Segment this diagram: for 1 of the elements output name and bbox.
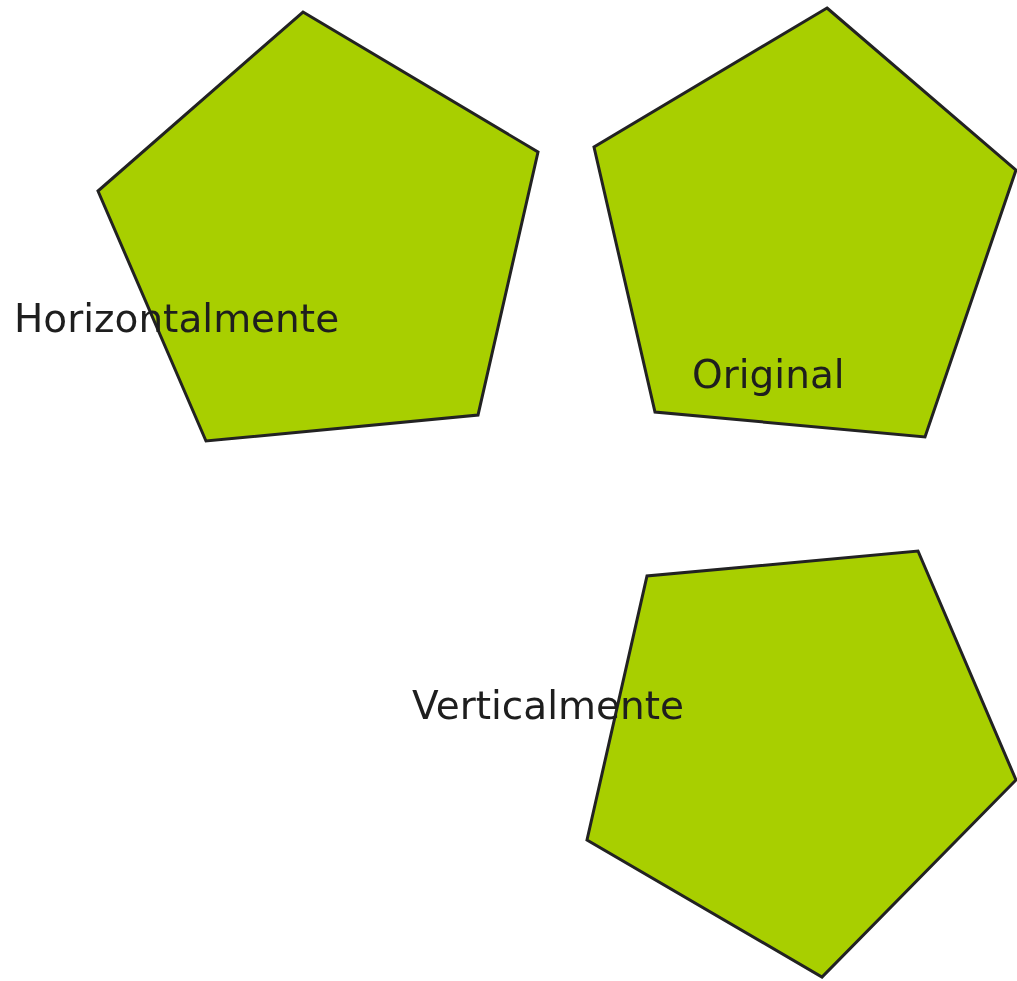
shape-label: Original — [692, 355, 845, 394]
